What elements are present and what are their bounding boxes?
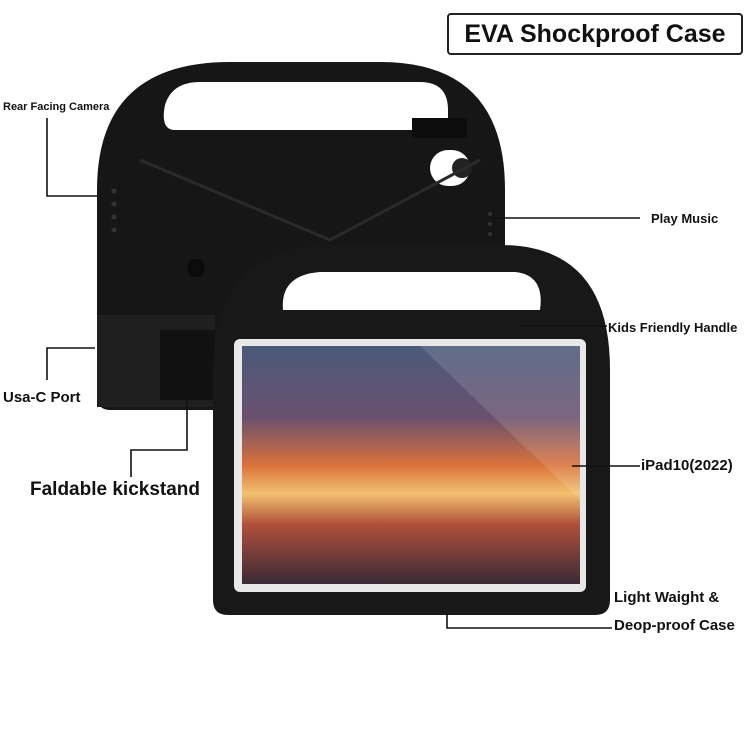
leader-lines xyxy=(46,118,640,629)
label-drop-proof: Deop-proof Case xyxy=(614,617,735,634)
label-device: iPad10(2022) xyxy=(641,457,733,474)
front-case xyxy=(213,245,610,615)
tablet-screen xyxy=(242,346,580,584)
label-usb-port: Usa-C Port xyxy=(3,389,81,406)
product-title: EVA Shockproof Case xyxy=(447,13,743,55)
label-kickstand: Faldable kickstand xyxy=(30,479,201,500)
label-rear-camera: Rear Facing Camera xyxy=(3,101,110,113)
label-kids-handle: Kids Friendly Handle xyxy=(608,320,738,335)
label-light-weight: Light Waight & xyxy=(614,589,720,606)
label-play-music: Play Music xyxy=(651,211,719,226)
